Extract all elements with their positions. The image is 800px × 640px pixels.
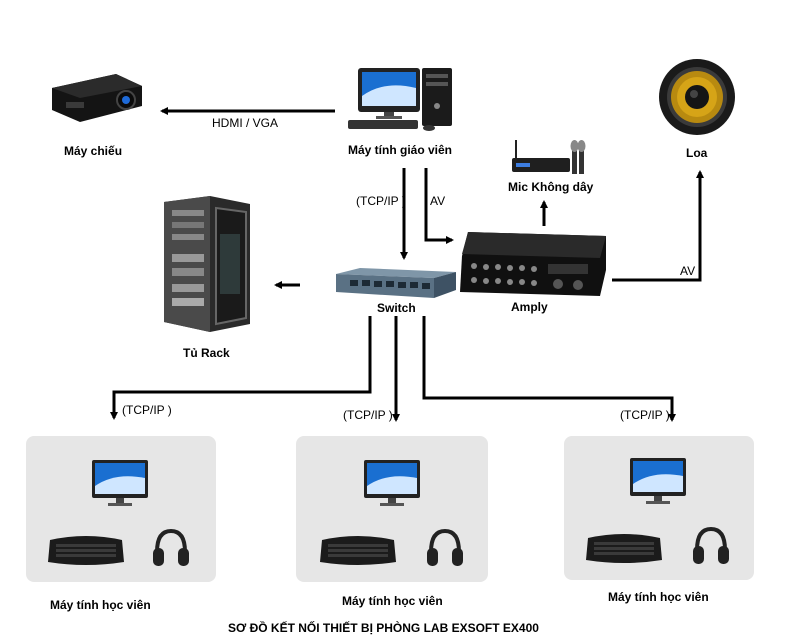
edge-switch-student-3 [422,316,676,422]
amplifier-icon [458,230,610,298]
diagram-title: SƠ ĐỒ KẾT NỐI THIẾT BỊ PHÒNG LAB EXSOFT … [228,621,539,635]
student-computer-label-2: Máy tính học viên [342,594,443,608]
speaker-label: Loa [686,146,708,160]
edge-label-hdmi-vga: HDMI / VGA [212,116,279,130]
edge-switch-student-1 [110,316,372,420]
student-computer-label-1: Máy tính học viên [50,598,151,612]
keyboard-icon [46,532,126,568]
edge-label-pc-amp: AV [430,194,446,208]
edge-label-pc-switch: (TCP/IP ) [356,194,406,208]
edge-amp-speaker [612,170,704,282]
monitor-icon [90,458,150,508]
edge-label-student-1: (TCP/IP ) [122,403,172,417]
amplifier-label: Amply [511,300,548,314]
switch-label: Switch [377,301,416,315]
projector-icon [46,70,146,126]
headphones-icon [152,528,190,570]
edge-label-student-2: (TCP/IP ) [343,408,393,422]
monitor-icon [628,456,688,506]
monitor-icon [362,458,422,508]
edge-label-amp-speaker: AV [680,264,696,278]
student-computer-label-3: Máy tính học viên [608,590,709,604]
edge-pc-amp [424,168,454,244]
wireless-mic-icon [510,138,586,176]
teacher-computer-label: Máy tính giáo viên [348,143,453,157]
headphones-icon [426,528,464,570]
headphones-icon [692,526,730,568]
wireless-mic-label: Mic Không dây [508,180,594,194]
projector-label: Máy chiếu [64,144,123,158]
keyboard-icon [318,532,398,568]
edge-label-student-3: (TCP/IP ) [620,408,670,422]
rack-label: Tủ Rack [183,346,230,360]
keyboard-icon [584,530,664,566]
server-rack-icon [160,194,254,334]
network-switch-icon [334,266,458,300]
teacher-computer-icon [344,66,460,132]
speaker-icon [658,58,736,136]
